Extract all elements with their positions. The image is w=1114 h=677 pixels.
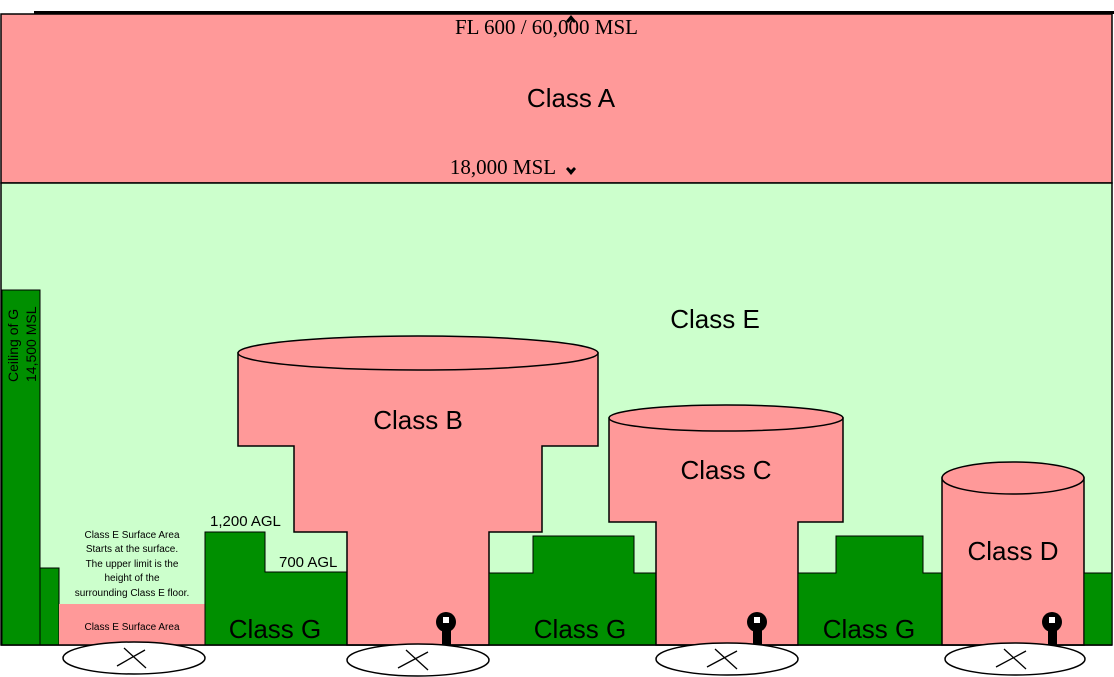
class-a-floor-label: 18,000 MSL	[450, 155, 556, 179]
class-g-block-right	[1083, 572, 1113, 646]
arrow-down-icon	[566, 167, 576, 175]
class-g-step-left	[39, 567, 60, 646]
control-tower-icon	[436, 612, 456, 657]
arrow-up-icon	[566, 15, 576, 23]
ceiling-of-g-label: Ceiling of G	[5, 309, 21, 382]
class-d-top	[941, 461, 1085, 495]
class-b-top	[237, 335, 599, 371]
class-e-label: Class E	[670, 304, 760, 334]
runway-airport-icon	[346, 643, 490, 677]
runway-airport-icon	[655, 642, 799, 676]
class-c-top	[608, 404, 844, 432]
class-c-label: Class C	[680, 455, 771, 485]
runway-airport-icon	[944, 642, 1086, 676]
control-tower-icon	[1042, 612, 1062, 657]
class-e-surface-area	[59, 604, 205, 645]
class-d-label: Class D	[967, 536, 1058, 566]
surface-note-line-2: Starts at the surface.	[86, 544, 178, 555]
control-tower-icon	[747, 612, 767, 657]
class-g-label-1: Class G	[229, 614, 321, 644]
class-b-label: Class B	[373, 405, 463, 435]
ceiling-of-g-altitude: 14,500 MSL	[23, 306, 39, 382]
surface-area-note: Class E Surface Area Starts at the surfa…	[75, 530, 190, 599]
class-a-label: Class A	[527, 83, 616, 113]
ceiling-of-g-bar	[1, 289, 41, 646]
agl-700-label: 700 AGL	[279, 554, 337, 571]
class-g-label-3: Class G	[823, 614, 915, 644]
surface-note-line-1: Class E Surface Area	[84, 530, 179, 541]
runway-airport-icon	[62, 641, 206, 675]
surface-area-label: Class E Surface Area	[84, 622, 179, 633]
surface-note-line-3: The upper limit is the	[86, 559, 179, 570]
agl-1200-label: 1,200 AGL	[210, 513, 281, 530]
surface-note-line-5: surrounding Class E floor.	[75, 588, 190, 599]
surface-note-line-4: height of the	[104, 573, 159, 584]
class-g-label-2: Class G	[534, 614, 626, 644]
class-a-ceiling-label: FL 600 / 60,000 MSL	[455, 15, 638, 39]
